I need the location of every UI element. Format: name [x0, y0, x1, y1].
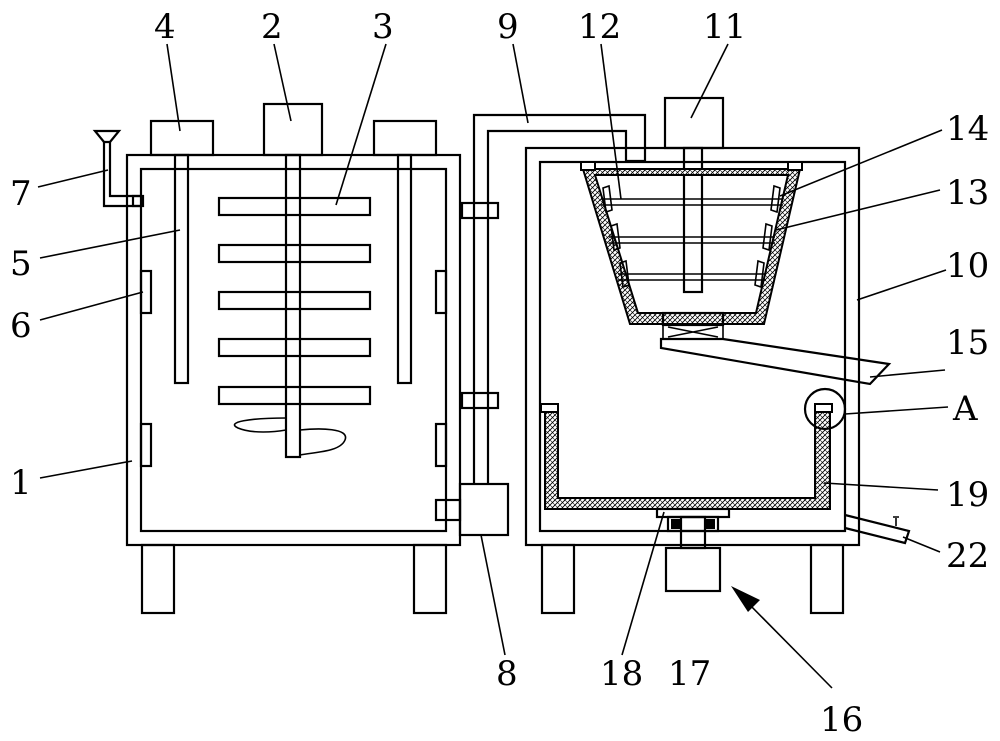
- discharge-chute: [659, 337, 892, 386]
- rod-right: [396, 153, 413, 385]
- label-a: A: [952, 389, 978, 429]
- label-17: 17: [668, 654, 711, 694]
- view-arrow: [731, 586, 833, 689]
- label-2: 2: [261, 7, 283, 47]
- label-3: 3: [372, 7, 394, 47]
- drain-valve: [844, 513, 911, 545]
- label-16: 16: [820, 700, 863, 740]
- label-11: 11: [703, 7, 746, 47]
- label-15: 15: [946, 323, 989, 363]
- leader-lines: [37, 43, 949, 656]
- tank-leg-right: [809, 543, 845, 615]
- label-8: 8: [496, 654, 518, 694]
- motor-17: [664, 546, 722, 593]
- label-14: 14: [946, 109, 989, 149]
- tank-leg-left: [140, 543, 176, 615]
- label-5: 5: [10, 244, 32, 284]
- central-shaft: [284, 153, 302, 459]
- label-18: 18: [600, 654, 643, 694]
- label-6: 6: [10, 306, 32, 346]
- feed-funnel: [92, 129, 122, 144]
- label-22: 22: [946, 536, 989, 576]
- label-7: 7: [10, 174, 32, 214]
- detail-circle-a: [803, 387, 847, 431]
- motor-4: [149, 119, 215, 157]
- motor-11: [663, 96, 725, 150]
- tank-leg-left: [540, 543, 576, 615]
- spiral-blade: [233, 417, 347, 456]
- label-10: 10: [946, 246, 989, 286]
- motor-right: [372, 119, 438, 157]
- motor-2: [262, 102, 324, 157]
- label-9: 9: [497, 7, 519, 47]
- pump: [458, 482, 510, 537]
- part-labels: 4 2 3 9 12 11 14 7 13 5 10 6 15 A 1 19 2…: [10, 7, 989, 740]
- label-19: 19: [946, 475, 989, 515]
- label-1: 1: [10, 463, 32, 503]
- label-13: 13: [946, 173, 989, 213]
- tank-leg-right: [412, 543, 448, 615]
- separation-tank: [524, 96, 911, 615]
- rod-left: [173, 153, 190, 385]
- mixing-tank: [92, 102, 462, 615]
- label-4: 4: [154, 7, 176, 47]
- label-12: 12: [578, 7, 621, 47]
